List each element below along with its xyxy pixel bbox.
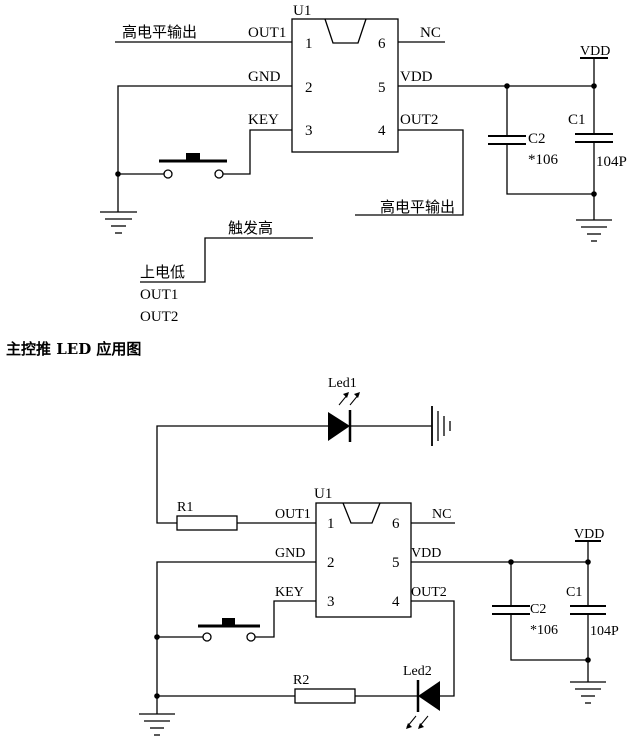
pin-number: 6: [392, 516, 400, 532]
c1-name: C1: [566, 585, 582, 600]
pin-number: 4: [392, 594, 400, 610]
pin-name: NC: [432, 507, 451, 522]
pin-number: 4: [378, 123, 386, 139]
pin-number: 3: [327, 594, 335, 610]
junction-dot: [591, 191, 597, 197]
pin-number: 6: [378, 36, 386, 52]
push-button-switch: [159, 153, 227, 179]
ground-symbol: [576, 219, 612, 242]
timing-waveform: [140, 237, 313, 283]
pin-name: GND: [275, 546, 305, 561]
chip-u1-ref: U1: [293, 3, 311, 19]
diagram-2: U1 1 2 3 6 5 4 OUT1 GND KEY NC VDD OUT2 …: [139, 376, 619, 736]
c2-value: *106: [530, 623, 558, 638]
led2: [406, 680, 440, 729]
resistor-r1: [176, 515, 238, 531]
ground-symbol: [139, 713, 175, 736]
wire-key: [255, 600, 316, 638]
chip-u1-ref: U1: [314, 486, 332, 502]
pin-name: VDD: [411, 546, 441, 561]
r2-label: R2: [293, 673, 309, 688]
c2-value: *106: [528, 152, 559, 168]
junction-dot: [585, 657, 591, 663]
pin-number: 5: [392, 555, 400, 571]
chip-u1-notch: [324, 18, 367, 44]
pin-number: 1: [305, 36, 313, 52]
wire-c2-bottom: [506, 144, 594, 195]
section-title: 主控推 LED 应用图: [6, 340, 141, 358]
timing-high-label: 触发高: [228, 219, 273, 237]
c1-value: 104P: [590, 624, 619, 639]
vdd-label: VDD: [574, 527, 604, 542]
pin-name: GND: [248, 69, 281, 85]
wire-gnd: [156, 561, 316, 714]
wire-key: [223, 129, 292, 175]
pin-number: 2: [305, 80, 313, 96]
wire-gnd: [117, 85, 292, 212]
c2-name: C2: [530, 602, 546, 617]
ground-symbol: [431, 406, 451, 446]
r1-label: R1: [177, 500, 193, 515]
wire-r1-left: [156, 425, 328, 524]
pin-number: 3: [305, 123, 313, 139]
pin-name: NC: [420, 25, 441, 41]
push-button-switch: [198, 618, 260, 642]
c1-name: C1: [568, 112, 586, 128]
pin-name: OUT1: [248, 25, 286, 41]
pin-number: 2: [327, 555, 335, 571]
pin-number: 1: [327, 516, 335, 532]
ground-symbol: [570, 681, 606, 704]
timing-out1-label: OUT1: [140, 287, 178, 303]
wire-out2: [411, 600, 455, 697]
out1-note: 高电平输出: [122, 23, 197, 41]
pin-number: 5: [378, 80, 386, 96]
c1-value: 104P: [596, 154, 627, 170]
ground-symbol: [100, 211, 137, 234]
pin-name: OUT2: [411, 585, 447, 600]
led2-label: Led2: [403, 664, 432, 679]
c2-name: C2: [528, 131, 546, 147]
timing-out2-label: OUT2: [140, 309, 178, 325]
pin-name: KEY: [248, 112, 279, 128]
out2-note: 高电平输出: [380, 198, 455, 216]
chip-u1-body: [315, 502, 412, 618]
wire-out2: [355, 129, 464, 216]
pin-name: OUT1: [275, 507, 311, 522]
diagram-1: U1 1 2 3 6 5 4 OUT1 GND KEY NC VDD OUT2 …: [100, 3, 627, 325]
pin-name: KEY: [275, 585, 304, 600]
pin-name: OUT2: [400, 112, 438, 128]
timing-low-label: 上电低: [140, 263, 185, 281]
resistor-r2: [294, 688, 356, 704]
led1-label: Led1: [328, 376, 357, 391]
chip-u1-notch: [342, 502, 381, 524]
vdd-label: VDD: [580, 44, 610, 59]
pin-name: VDD: [400, 69, 433, 85]
wire-c2-bottom: [510, 614, 588, 661]
led1: [328, 392, 360, 442]
